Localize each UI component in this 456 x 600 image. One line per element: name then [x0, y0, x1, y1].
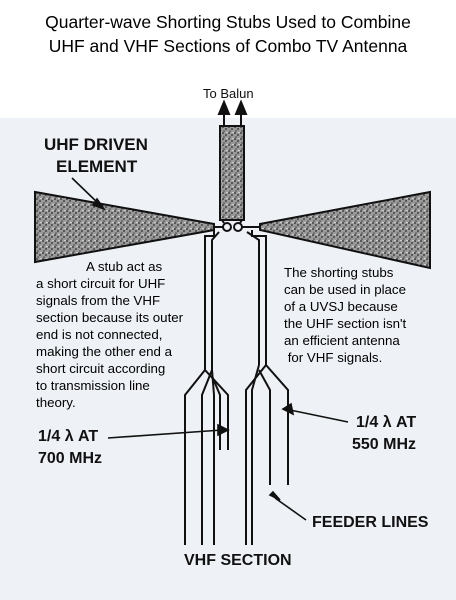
page-title: Quarter-wave Shorting Stubs Used to Comb…	[0, 10, 456, 58]
left-note-body: a short circuit for UHF signals from the…	[36, 275, 184, 411]
uhf-driven-label: UHF DRIVEN ELEMENT	[44, 134, 148, 178]
right-note: The shorting stubs can be used in place …	[284, 264, 407, 366]
title-line-1: Quarter-wave Shorting Stubs Used to Comb…	[45, 12, 411, 32]
left-note-line: making the other end a	[36, 344, 173, 359]
right-note-line: can be used in place	[284, 282, 406, 297]
left-note-line: A stub act as	[86, 259, 163, 274]
leader-arrows	[71, 177, 349, 521]
balun-box	[219, 125, 245, 221]
left-note-line: a short circuit for UHF	[36, 276, 166, 291]
uhf-driven-label-line1: UHF DRIVEN	[44, 135, 148, 154]
left-note-line: signals from the VHF	[36, 293, 161, 308]
left-note-line: short circuit according	[36, 361, 166, 376]
right-stub	[245, 364, 289, 545]
feed-terminals	[214, 219, 260, 232]
left-note: A stub act as	[86, 258, 163, 275]
left-stub	[184, 369, 229, 545]
uhf-left-element	[34, 190, 215, 264]
uhf-right-element	[259, 190, 431, 270]
right-note-line: for VHF signals.	[284, 350, 383, 365]
right-note-line: an efficient antenna	[284, 333, 400, 348]
uhf-driven-label-line2: ELEMENT	[56, 157, 138, 176]
left-stub-label-line1: 1/4 λ AT	[38, 428, 99, 445]
right-stub-label-line2: 550 MHz	[352, 436, 417, 453]
left-feeder-line	[204, 230, 220, 370]
right-note-line: The shorting stubs	[284, 265, 394, 280]
to-balun-arrows	[217, 99, 248, 128]
left-stub-label: 1/4 λ AT 700 MHz	[38, 426, 102, 470]
left-note-line: end is not connected,	[36, 327, 163, 342]
right-note-line: the UHF section isn't	[284, 316, 407, 331]
right-note-line: of a UVSJ because	[284, 299, 398, 314]
right-stub-label: 1/4 λ AT 550 MHz	[352, 412, 416, 456]
left-note-line: section because its outer	[36, 310, 184, 325]
right-feeder-line	[246, 230, 267, 365]
left-stub-label-line2: 700 MHz	[38, 450, 103, 467]
title-line-2: UHF and VHF Sections of Combo TV Antenna	[48, 36, 408, 56]
right-stub-label-line1: 1/4 λ AT	[356, 414, 417, 431]
left-note-line: theory.	[36, 395, 76, 410]
vhf-section-label: VHF SECTION	[184, 552, 292, 569]
to-balun-label: To Balun	[203, 86, 254, 101]
feeder-lines-label: FEEDER LINES	[312, 514, 429, 531]
left-note-line: to transmission line	[36, 378, 150, 393]
